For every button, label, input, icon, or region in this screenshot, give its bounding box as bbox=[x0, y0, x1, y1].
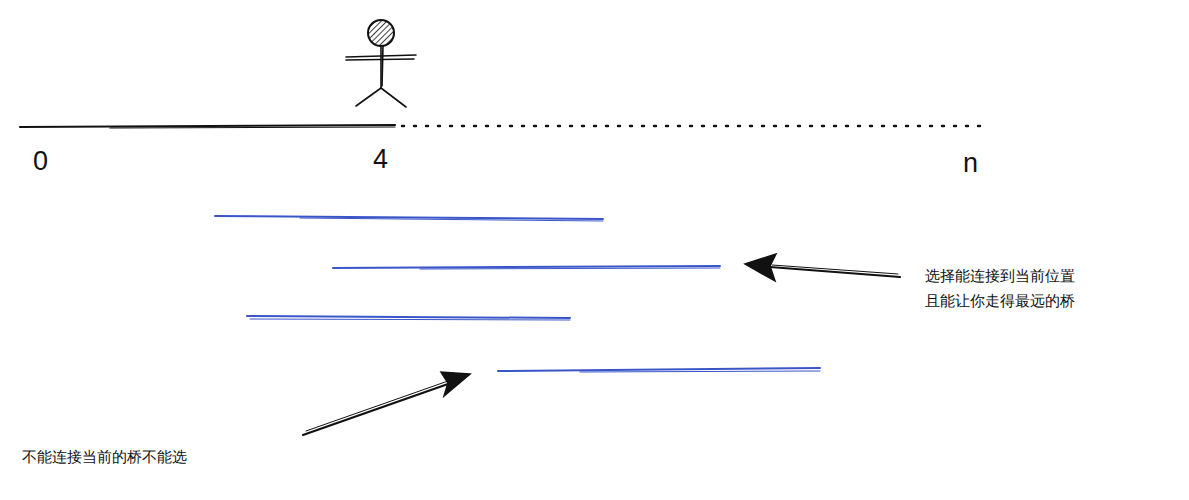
pointer-arrow bbox=[303, 372, 470, 435]
annotation-note: 不能连接当前的桥不能选 bbox=[22, 445, 187, 470]
stick-figure bbox=[346, 20, 416, 107]
pointer-arrow bbox=[745, 254, 900, 281]
axis-label: 0 bbox=[33, 148, 48, 175]
annotation-note: 选择能连接到当前位置 且能让你走得最远的桥 bbox=[925, 264, 1093, 314]
bridges bbox=[215, 216, 820, 372]
road-dotted bbox=[402, 125, 985, 127]
axis-label: n bbox=[963, 150, 978, 177]
road-solid bbox=[20, 125, 395, 128]
axis-label: 4 bbox=[373, 146, 388, 173]
